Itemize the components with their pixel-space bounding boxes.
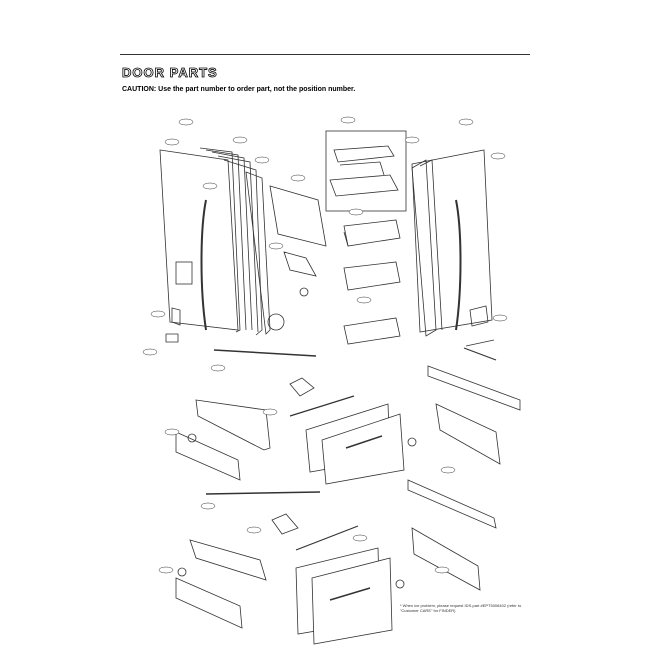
header-rule — [120, 54, 530, 55]
drawer-upper — [289, 377, 417, 485]
page-title: DOOR PARTS — [122, 65, 218, 81]
callout-bubbles — [142, 116, 508, 574]
footnote: * When ice problem, please request IDS-p… — [400, 603, 522, 613]
right-rails — [407, 347, 521, 591]
left-rails — [175, 349, 321, 629]
drawer-lower — [271, 513, 405, 645]
door-bins — [343, 219, 401, 345]
dispenser-cover — [267, 185, 327, 331]
right-door-assembly — [411, 149, 495, 347]
left-door-assembly — [159, 147, 271, 343]
caution-text: CAUTION: Use the part number to order pa… — [122, 86, 356, 93]
ice-bin-box — [325, 130, 407, 212]
